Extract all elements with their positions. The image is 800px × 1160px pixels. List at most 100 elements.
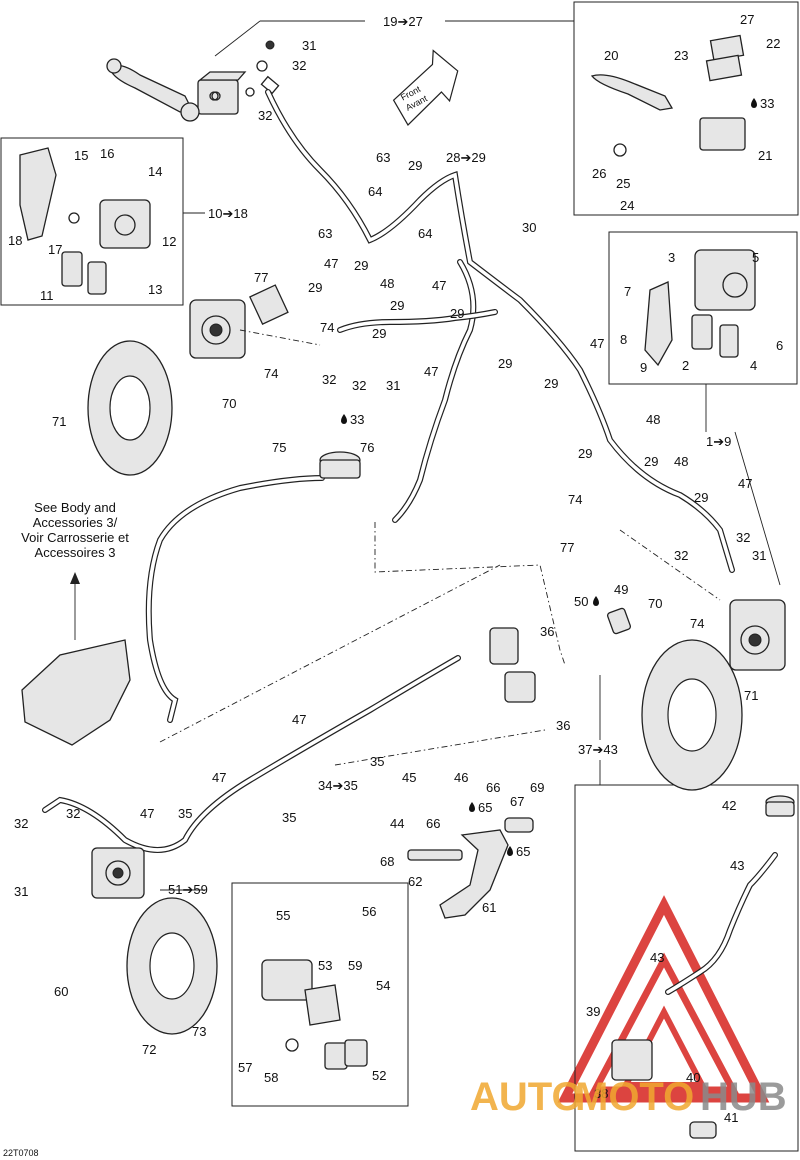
- callout-38: 38: [594, 1086, 608, 1101]
- range-10-18: 10➔18: [208, 206, 248, 221]
- callout-21: 21: [758, 148, 772, 163]
- leader-1-9: [705, 384, 781, 586]
- left-front-brake-disc: [87, 340, 173, 476]
- callout-50: 50: [574, 594, 588, 609]
- callout-44: 44: [390, 816, 404, 831]
- callout-58: 58: [264, 1070, 278, 1085]
- inset-right-caliper-parts: [644, 249, 756, 367]
- see-also-line-3: Voir Carrosserie et: [21, 530, 129, 545]
- callout-71: 71: [744, 688, 758, 703]
- callout-12: 12: [162, 234, 176, 249]
- callout-74: 74: [568, 492, 582, 507]
- fluid-drop-icon: [507, 846, 513, 856]
- callout-54: 54: [376, 978, 390, 993]
- callout-63: 63: [318, 226, 332, 241]
- see-also-line-1: See Body and: [34, 500, 116, 515]
- callout-6: 6: [776, 338, 783, 353]
- brake-pedal: [407, 817, 534, 919]
- callout-74: 74: [690, 616, 704, 631]
- callout-47: 47: [324, 256, 338, 271]
- callout-48: 48: [380, 276, 394, 291]
- inset-box-left-caliper: [0, 137, 184, 306]
- callout-29: 29: [578, 446, 592, 461]
- see-also-note: See Body and Accessories 3/ Voir Carross…: [21, 500, 129, 560]
- inset-front-master-parts: [590, 34, 746, 157]
- callout-42: 42: [722, 798, 736, 813]
- callout-47: 47: [212, 770, 226, 785]
- callout-57: 57: [238, 1060, 252, 1075]
- callout-77: 77: [254, 270, 268, 285]
- callout-14: 14: [148, 164, 162, 179]
- callout-32: 32: [14, 816, 28, 831]
- callout-29: 29: [372, 326, 386, 341]
- callout-64: 64: [368, 184, 382, 199]
- callout-40: 40: [686, 1070, 700, 1085]
- callout-49: 49: [614, 582, 628, 597]
- callout-31: 31: [752, 548, 766, 563]
- callout-69: 69: [530, 780, 544, 795]
- callout-22: 22: [766, 36, 780, 51]
- range-34-35: 34➔35: [318, 778, 358, 793]
- callout-26: 26: [592, 166, 606, 181]
- callout-62: 62: [408, 874, 422, 889]
- callout-47: 47: [424, 364, 438, 379]
- callout-32: 32: [352, 378, 366, 393]
- callout-73: 73: [192, 1024, 206, 1039]
- callout-48: 48: [646, 412, 660, 427]
- callout-47: 47: [590, 336, 604, 351]
- front-direction-arrow: [392, 49, 459, 126]
- fluid-drop-icon: [341, 414, 347, 424]
- right-front-brake-disc: [641, 639, 743, 791]
- callout-68: 68: [380, 854, 394, 869]
- callout-52: 52: [372, 1068, 386, 1083]
- callout-25: 25: [616, 176, 630, 191]
- callout-47: 47: [432, 278, 446, 293]
- callout-31: 31: [386, 378, 400, 393]
- callout-31: 31: [302, 38, 316, 53]
- inset-box-rear-caliper: [231, 882, 409, 1107]
- range-labels: 19➔27 10➔18 28➔29 1➔9 37➔43 34➔35 51➔59: [168, 14, 731, 897]
- banjo-fittings-top: [245, 40, 280, 97]
- callout-29: 29: [644, 454, 658, 469]
- fluid-drop-icon: [593, 596, 599, 606]
- callout-32: 32: [258, 108, 272, 123]
- inset-rear-caliper-parts: [261, 959, 368, 1070]
- callout-48: 48: [674, 454, 688, 469]
- watermark-triangle-logo: [557, 895, 770, 1103]
- diagram-code: 22T0708: [3, 1148, 39, 1158]
- callout-65: 65: [478, 800, 492, 815]
- callout-29: 29: [450, 306, 464, 321]
- callout-32: 32: [736, 530, 750, 545]
- callout-70: 70: [222, 396, 236, 411]
- callout-35: 35: [282, 810, 296, 825]
- callout-72: 72: [142, 1042, 156, 1057]
- callout-4: 4: [750, 358, 757, 373]
- fluid-drop-icons: [341, 98, 757, 856]
- callout-29: 29: [354, 258, 368, 273]
- callout-36: 36: [556, 718, 570, 733]
- callout-74: 74: [264, 366, 278, 381]
- callout-29: 29: [308, 280, 322, 295]
- callout-17: 17: [48, 242, 62, 257]
- body-panel-reference: [21, 639, 131, 746]
- callout-35: 35: [178, 806, 192, 821]
- callout-60: 60: [54, 984, 68, 999]
- callout-13: 13: [148, 282, 162, 297]
- callout-29: 29: [544, 376, 558, 391]
- callout-63: 63: [376, 150, 390, 165]
- dashed-connection-caliper: [239, 329, 321, 346]
- brake-hoses: [42, 89, 778, 995]
- callout-labels: 31 32 32 27 22 23 20 33 21 26 25 24 15 1…: [8, 12, 783, 1125]
- callout-31: 31: [14, 884, 28, 899]
- range-19-27: 19➔27: [383, 14, 423, 29]
- callout-29: 29: [408, 158, 422, 173]
- callout-16: 16: [100, 146, 114, 161]
- callout-29: 29: [498, 356, 512, 371]
- front-brake-lever-main: [106, 58, 247, 122]
- inset-box-front-master: [573, 1, 799, 216]
- callout-18: 18: [8, 233, 22, 248]
- callout-74: 74: [320, 320, 334, 335]
- callout-45: 45: [402, 770, 416, 785]
- callout-33: 33: [760, 96, 774, 111]
